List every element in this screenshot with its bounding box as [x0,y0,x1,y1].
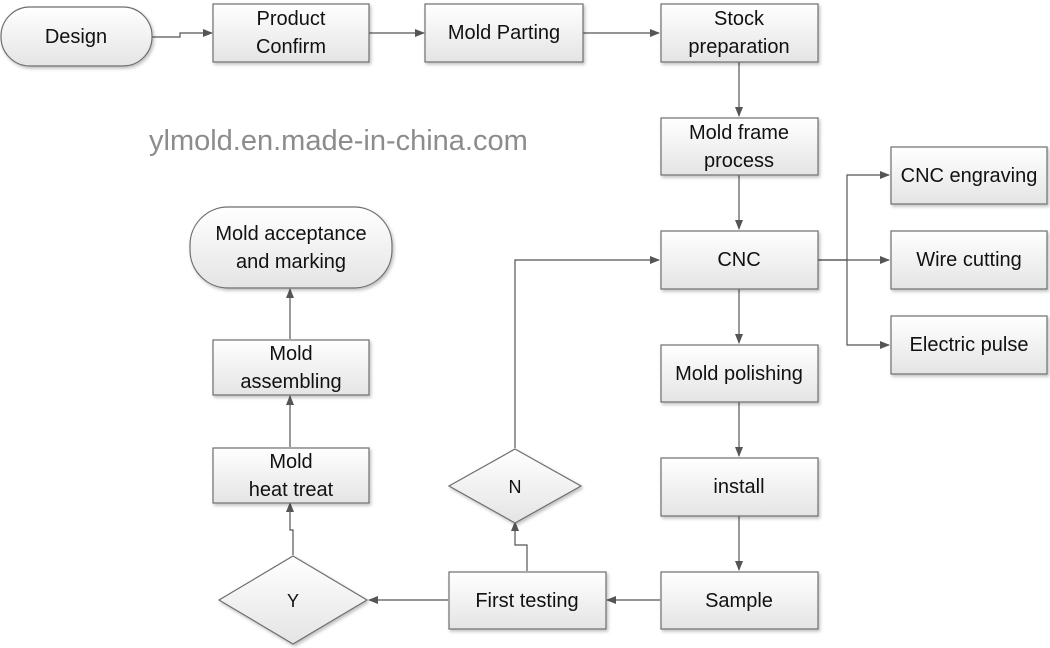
node-cnc-engraving [890,146,1048,205]
node-mold-frame-process-label-line2: process [704,150,774,172]
node-decision-y [217,555,369,645]
watermark-text: ylmold.en.made-in-china.com [149,125,528,157]
node-mold-heat-treat-label-line1: Mold [269,451,312,473]
node-stock-preparation-label-line2: preparation [688,36,789,58]
node-mold-polishing-label: Mold polishing [675,363,803,385]
edge-y-to-heat-treat [286,502,294,555]
node-product-confirm [212,3,370,63]
edge-n-to-cnc [514,256,660,448]
edge-design-to-product-confirm [152,29,213,38]
node-electric-pulse [890,315,1048,375]
edge-cnc-to-electric-pulse [846,260,890,349]
node-mold-heat-treat [212,447,370,504]
node-mold-acceptance-label-line2: and marking [236,251,346,273]
node-design [0,6,153,67]
node-sample-label: Sample [705,590,773,612]
node-mold-assembling-label-line1: Mold [269,343,312,365]
node-sample [660,571,819,630]
node-cnc [660,230,819,290]
node-mold-acceptance [189,206,393,289]
node-cnc-label: CNC [717,249,760,271]
node-product-confirm-label-line2: Confirm [256,36,326,58]
node-install [660,457,819,517]
node-mold-polishing [660,344,819,403]
node-product-confirm-label-line1: Product [257,8,326,30]
node-mold-parting-label: Mold Parting [448,22,560,44]
node-electric-pulse-label: Electric pulse [910,334,1029,356]
node-wire-cutting-label: Wire cutting [916,249,1022,271]
node-mold-acceptance-label-line1: Mold acceptance [215,223,366,245]
node-decision-y-label: Y [287,591,299,611]
node-stock-preparation [660,3,819,63]
node-install-label: install [713,476,764,498]
node-decision-n-label: N [509,477,522,497]
node-wire-cutting [890,230,1048,290]
node-first-testing-label: First testing [475,590,578,612]
node-mold-assembling [212,339,370,396]
node-mold-assembling-label-line2: assembling [240,371,341,393]
edge-first-testing-to-n [511,521,528,571]
connectors [152,29,890,604]
node-mold-heat-treat-label-line2: heat treat [249,479,334,501]
node-first-testing [448,571,607,630]
edge-cnc-to-cnc-engraving [818,171,890,261]
node-mold-frame-process-label-line1: Mold frame [689,122,789,144]
node-stock-preparation-label-line1: Stock [714,8,765,30]
node-mold-frame-process [660,117,819,176]
node-cnc-engraving-label: CNC engraving [901,165,1038,187]
node-mold-parting [424,3,584,63]
node-design-label: Design [45,26,107,48]
node-decision-n [447,448,583,524]
